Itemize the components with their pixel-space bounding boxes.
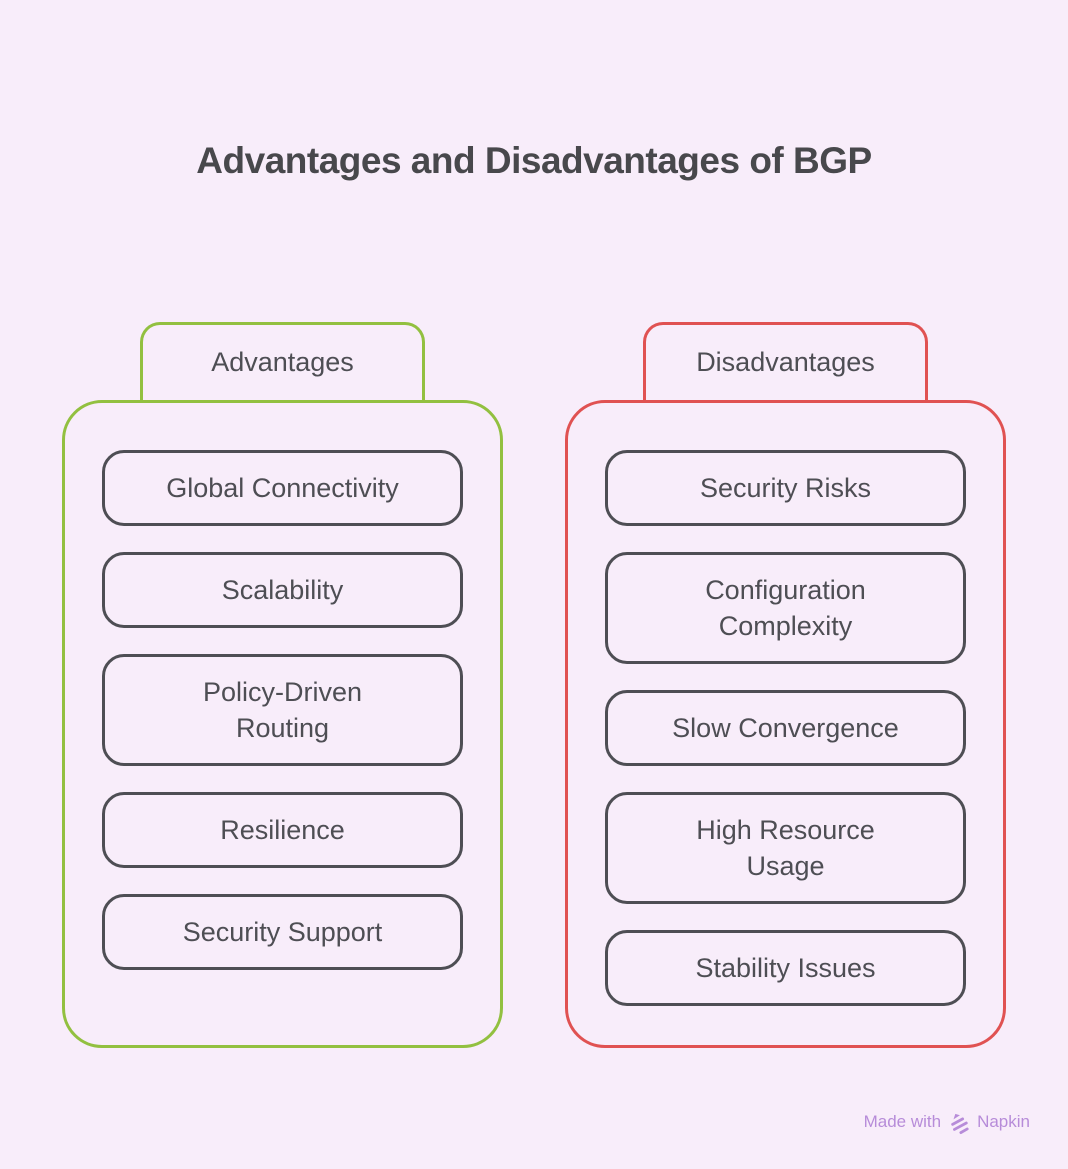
advantage-item-security-support: Security Support: [102, 894, 463, 970]
disadvantages-container: Security Risks Configuration Complexity …: [565, 400, 1006, 1048]
advantages-container: Global Connectivity Scalability Policy-D…: [62, 400, 503, 1048]
disadvantage-item-stability-issues: Stability Issues: [605, 930, 966, 1006]
napkin-watermark[interactable]: Made with Napkin: [864, 1110, 1030, 1134]
advantages-tab: Advantages: [140, 322, 425, 400]
disadvantages-column: Disadvantages Security Risks Configurati…: [565, 322, 1006, 1048]
advantage-item-policy-driven-routing: Policy-Driven Routing: [102, 654, 463, 766]
advantage-item-scalability: Scalability: [102, 552, 463, 628]
disadvantage-item-high-resource-usage: High Resource Usage: [605, 792, 966, 904]
advantages-tab-label: Advantages: [211, 347, 354, 377]
disadvantage-item-configuration-complexity: Configuration Complexity: [605, 552, 966, 664]
advantage-item-global-connectivity: Global Connectivity: [102, 450, 463, 526]
watermark-prefix: Made with: [863, 1112, 942, 1131]
disadvantage-item-slow-convergence: Slow Convergence: [605, 690, 966, 766]
disadvantage-item-security-risks: Security Risks: [605, 450, 966, 526]
watermark-brand: Napkin: [977, 1112, 1030, 1131]
advantages-column: Advantages Global Connectivity Scalabili…: [62, 322, 503, 1048]
napkin-logo-icon: [948, 1110, 970, 1134]
advantage-item-resilience: Resilience: [102, 792, 463, 868]
page-title: Advantages and Disadvantages of BGP: [196, 140, 872, 181]
disadvantages-tab: Disadvantages: [643, 322, 928, 400]
disadvantages-tab-label: Disadvantages: [696, 347, 875, 377]
